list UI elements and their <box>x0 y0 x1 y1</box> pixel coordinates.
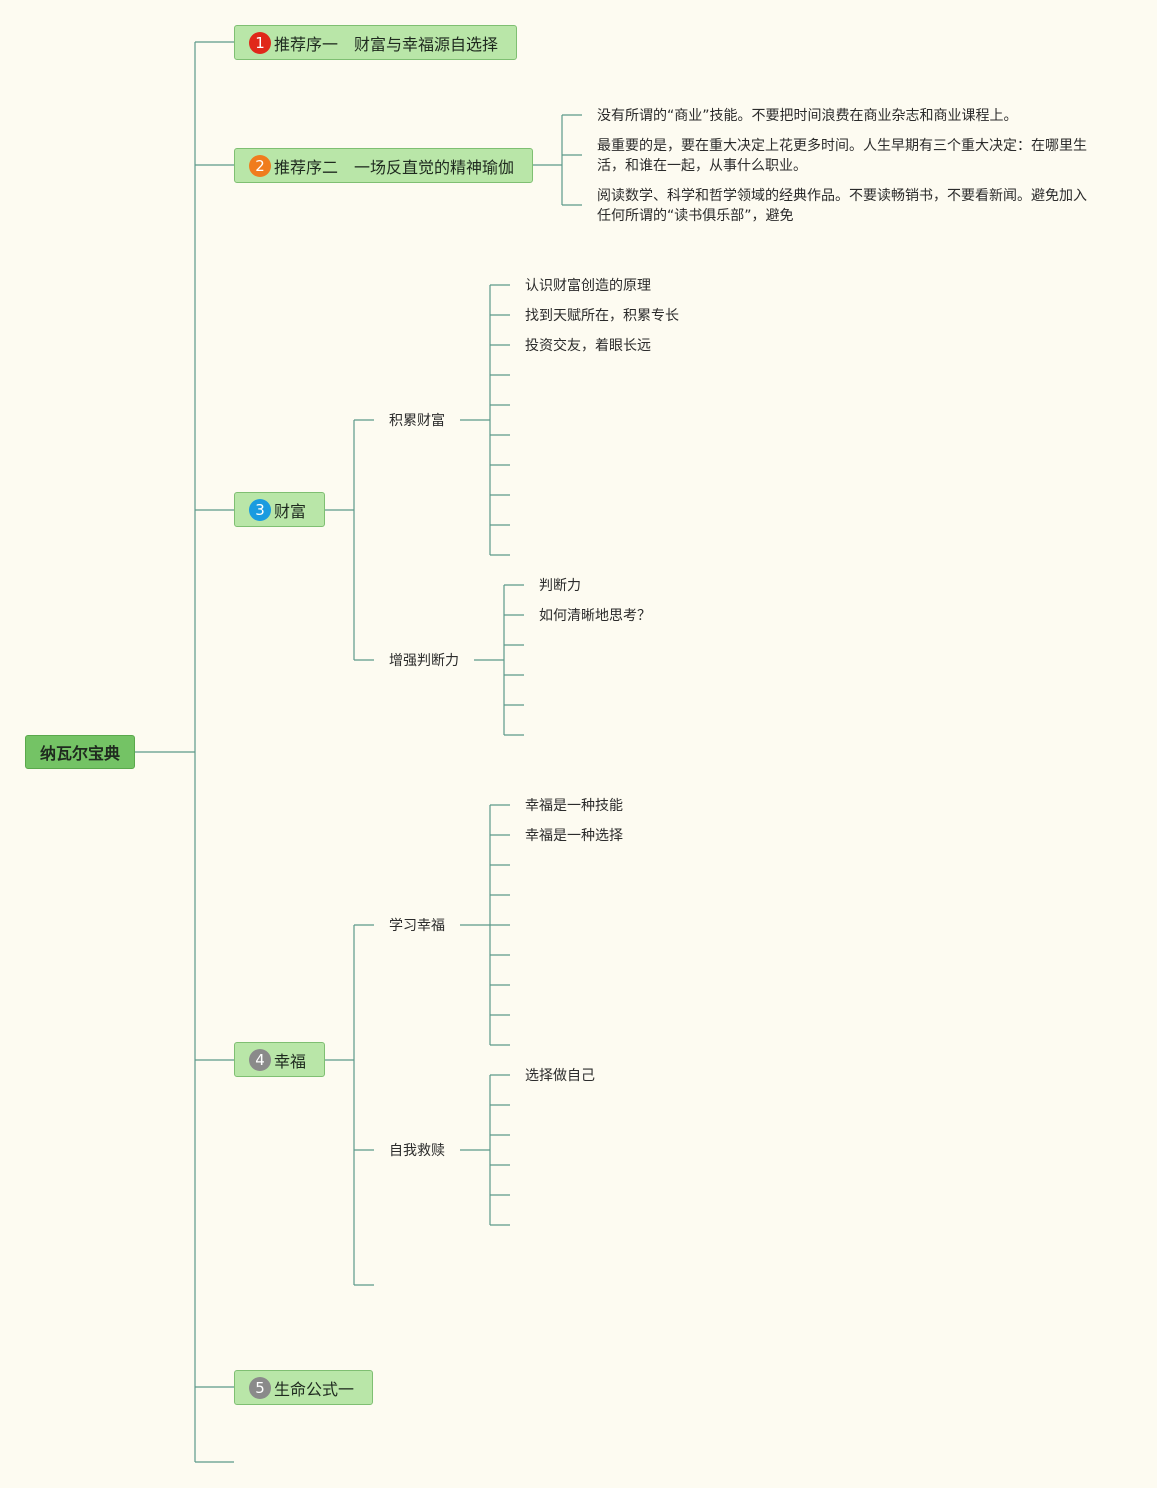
branch-wealth[interactable]: 3 财富 <box>234 492 325 527</box>
branch-label: 推荐序二 一场反直觉的精神瑜伽 <box>274 157 515 177</box>
number-badge-1-icon: 1 <box>249 31 271 54</box>
topic-judgment[interactable]: 增强判断力 <box>389 653 459 669</box>
list-item[interactable]: 判断力 <box>539 578 581 594</box>
number-badge-5-icon: 5 <box>249 1376 271 1399</box>
root-label: 纳瓦尔宝典 <box>39 744 120 763</box>
number-badge-3-icon: 3 <box>249 498 271 521</box>
branch-preface-2[interactable]: 2 推荐序二 一场反直觉的精神瑜伽 <box>234 148 533 183</box>
number-badge-2-icon: 2 <box>249 154 271 177</box>
note-item[interactable]: 阅读数学、科学和哲学领域的经典作品。不要读畅销书，不要看新闻。避免加入任何所谓的… <box>597 188 1087 224</box>
list-item[interactable]: 幸福是一种技能 <box>525 798 623 814</box>
branch-label: 财富 <box>274 501 307 521</box>
list-item[interactable]: 找到天赋所在，积累专长 <box>525 308 679 324</box>
list-item[interactable]: 投资交友，着眼长远 <box>525 338 651 354</box>
number-badge-4-icon: 4 <box>249 1048 271 1071</box>
branch-happiness[interactable]: 4 幸福 <box>234 1042 325 1077</box>
branch-label: 生命公式一 <box>274 1379 355 1399</box>
branch-life-formula[interactable]: 5 生命公式一 <box>234 1370 373 1405</box>
note-item[interactable]: 没有所谓的“商业”技能。不要把时间浪费在商业杂志和商业课程上。 <box>597 108 1018 124</box>
list-item[interactable]: 认识财富创造的原理 <box>525 278 651 294</box>
branch-preface-1[interactable]: 1 推荐序一 财富与幸福源自选择 <box>234 25 517 60</box>
list-item[interactable]: 选择做自己 <box>525 1068 595 1084</box>
topic-self-redemption[interactable]: 自我救赎 <box>389 1143 445 1159</box>
topic-accumulate-wealth[interactable]: 积累财富 <box>389 413 445 429</box>
list-item[interactable]: 幸福是一种选择 <box>525 828 623 844</box>
note-item[interactable]: 最重要的是，要在重大决定上花更多时间。人生早期有三个重大决定：在哪里生活，和谁在… <box>597 138 1087 174</box>
branch-label: 幸福 <box>274 1051 307 1071</box>
topic-learn-happiness[interactable]: 学习幸福 <box>389 918 445 934</box>
root-node[interactable]: 纳瓦尔宝典 <box>25 735 135 769</box>
list-item[interactable]: 如何清晰地思考？ <box>539 608 651 624</box>
branch-label: 推荐序一 财富与幸福源自选择 <box>274 34 499 54</box>
